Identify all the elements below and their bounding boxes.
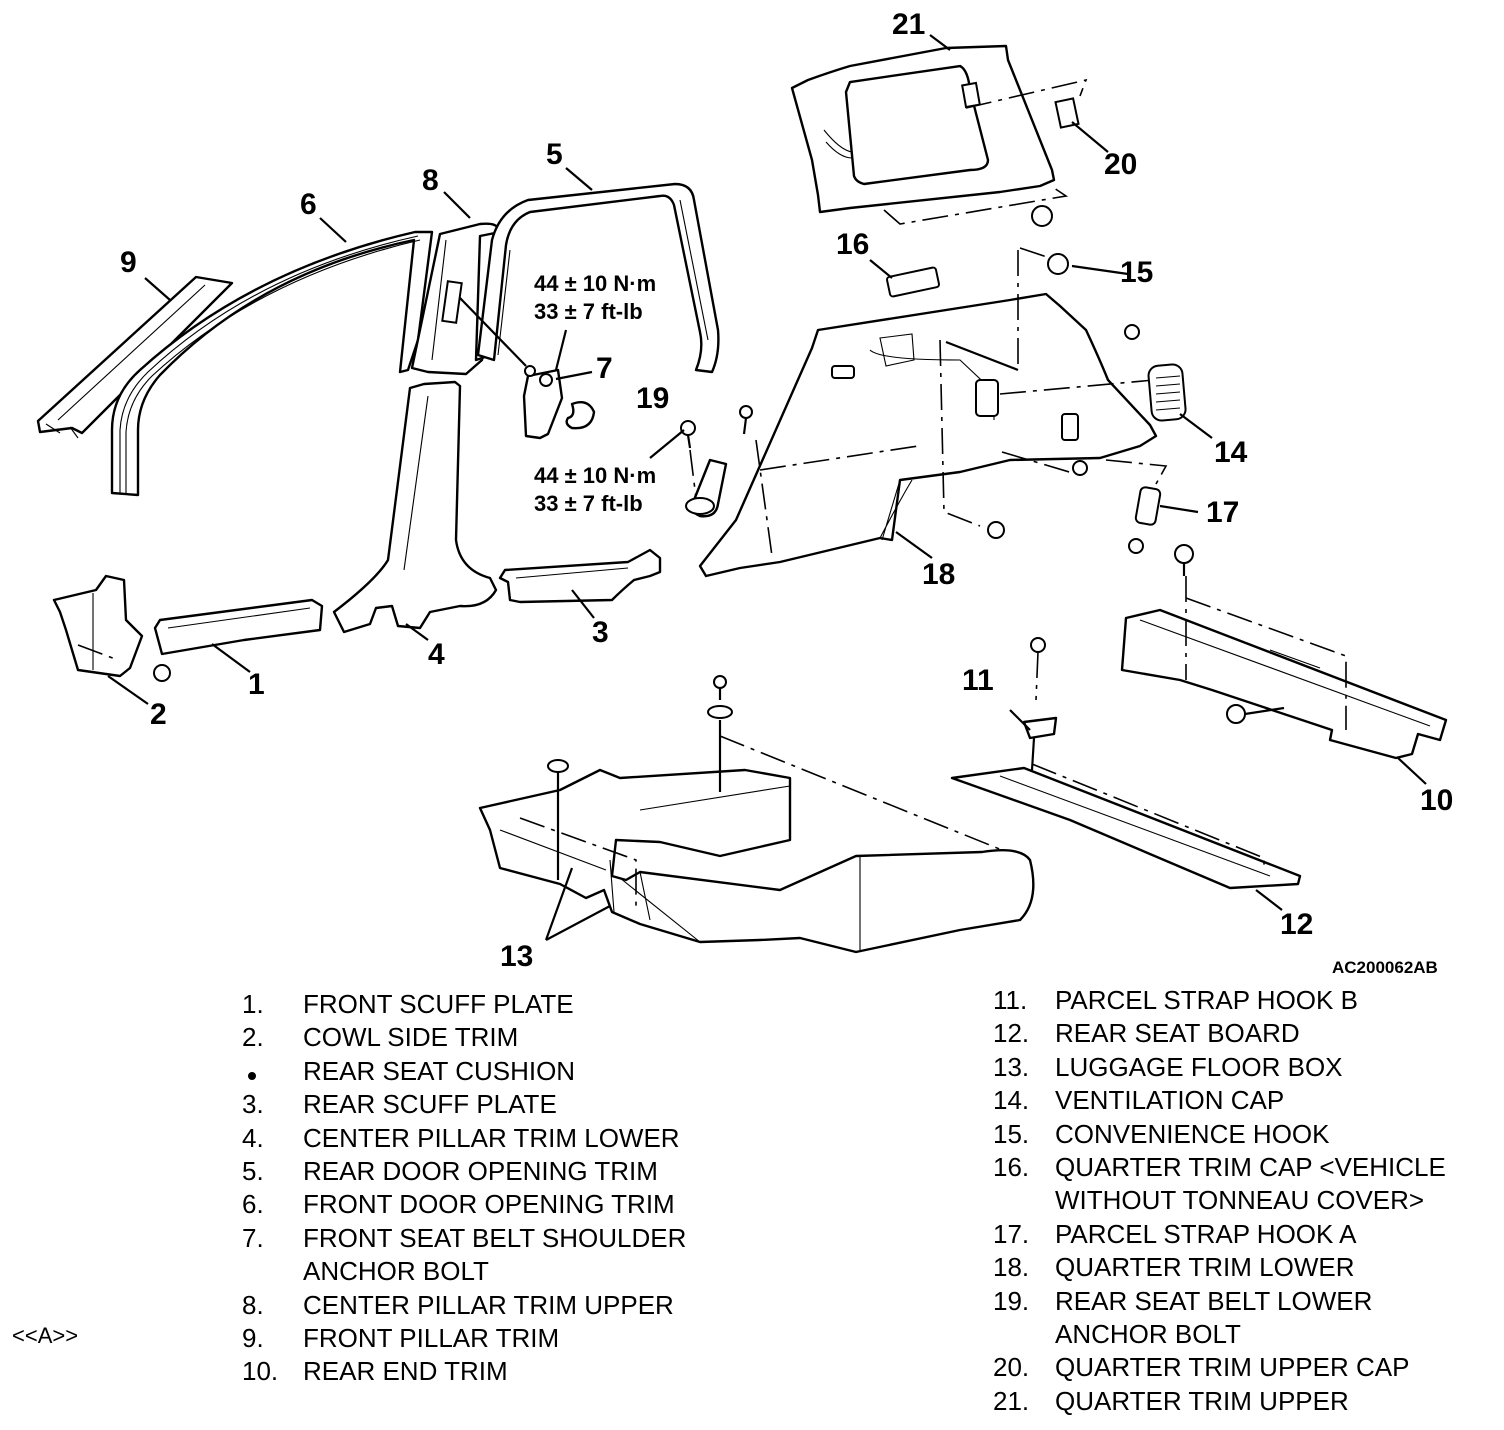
leader-lines [107, 34, 1427, 941]
legend-item: 21.QUARTER TRIM UPPER [993, 1385, 1349, 1416]
legend-item: 3.REAR SCUFF PLATE [242, 1089, 557, 1120]
torque-spec-19: 44 ± 10 N·m 33 ± 7 ft-lb [534, 462, 656, 518]
legend-item: 11.PARCEL STRAP HOOK B [993, 985, 1358, 1015]
legend-item: 8.CENTER PILLAR TRIM UPPER [242, 1289, 674, 1320]
part-ventilation-cap [1147, 363, 1187, 422]
part-convenience-hook [1019, 247, 1069, 275]
torque-metric: 44 ± 10 N·m [534, 271, 657, 296]
part-front-door-opening-trim [110, 230, 434, 497]
part-quarter-trim-upper [790, 44, 1056, 214]
callout-19: 19 [636, 382, 670, 415]
legend-item: 13.LUGGAGE FLOOR BOX [993, 1051, 1343, 1082]
callout-15: 15 [1120, 256, 1154, 289]
legend-item: 16.QUARTER TRIM CAP <VEHICLE [993, 1152, 1446, 1183]
exploded-parts-diagram [36, 34, 1448, 954]
part-luggage-floor-box [478, 768, 1035, 954]
torque-imperial: 33 ± 7 ft-lb [534, 491, 643, 516]
callout-16: 16 [836, 228, 870, 261]
legend-item: REAR SEAT CUSHION [242, 1055, 686, 1088]
callout-9: 9 [120, 246, 137, 279]
parts-legend-right: 11.PARCEL STRAP HOOK B 12.REAR SEAT BOAR… [993, 984, 1446, 1418]
legend-item: 20.QUARTER TRIM UPPER CAP [993, 1352, 1410, 1383]
callout-3: 3 [592, 616, 609, 649]
callout-1: 1 [248, 668, 265, 701]
callout-17: 17 [1206, 496, 1240, 529]
torque-imperial: 33 ± 7 ft-lb [534, 299, 643, 324]
parts-legend-left: 1.FRONT SCUFF PLATE 2.COWL SIDE TRIM REA… [242, 988, 686, 1389]
legend-item: 9.FRONT PILLAR TRIM [242, 1323, 560, 1354]
legend-item: 17.PARCEL STRAP HOOK A [993, 1218, 1357, 1249]
legend-item: 2.COWL SIDE TRIM [242, 1022, 519, 1053]
part-rear-seat-belt-anchor [680, 420, 728, 518]
part-quarter-trim-lower [698, 292, 1158, 578]
torque-spec-7: 44 ± 10 N·m 33 ± 7 ft-lb [534, 270, 656, 326]
legend-item: WITHOUT TONNEAU COVER> [1055, 1185, 1425, 1216]
legend-item: 15.CONVENIENCE HOOK [993, 1118, 1330, 1149]
part-rear-scuff-plate [498, 548, 662, 604]
callout-2: 2 [150, 698, 167, 731]
callout-8: 8 [422, 164, 439, 197]
callout-13: 13 [500, 940, 534, 973]
callout-12: 12 [1280, 908, 1314, 941]
legend-item: 6.FRONT DOOR OPENING TRIM [242, 1189, 675, 1220]
legend-item: 7.FRONT SEAT BELT SHOULDER [242, 1222, 687, 1253]
reference-mark: <<A>> [12, 1323, 79, 1348]
part-quarter-trim-upper-cap [1054, 97, 1080, 129]
figure-id: AC200062AB [1332, 958, 1438, 977]
part-rear-end-trim [1120, 608, 1448, 760]
part-rear-seat-board [950, 763, 1302, 890]
legend-item: 18.QUARTER TRIM LOWER [993, 1252, 1355, 1283]
legend-item: 4.CENTER PILLAR TRIM LOWER [242, 1122, 680, 1153]
callout-10: 10 [1420, 784, 1454, 817]
legend-item: ANCHOR BOLT [303, 1256, 489, 1287]
legend-item: ANCHOR BOLT [1055, 1319, 1241, 1350]
legend-item: 1.FRONT SCUFF PLATE [242, 989, 574, 1019]
part-cowl-side-trim [52, 574, 171, 682]
part-fasteners [739, 324, 1194, 576]
callout-7: 7 [596, 352, 613, 385]
callout-14: 14 [1214, 436, 1248, 469]
legend-item: 12.REAR SEAT BOARD [993, 1018, 1300, 1049]
torque-metric: 44 ± 10 N·m [534, 463, 657, 488]
legend-item: 19.REAR SEAT BELT LOWER [993, 1285, 1373, 1316]
callout-5: 5 [546, 138, 563, 171]
part-parcel-strap-hook-a [1134, 486, 1162, 526]
part-front-pillar-trim [36, 275, 234, 439]
callout-11: 11 [962, 664, 994, 697]
callout-21: 21 [892, 8, 926, 41]
part-center-pillar-trim-lower [332, 380, 498, 634]
callout-4: 4 [428, 638, 445, 671]
part-rear-door-opening-trim [476, 182, 720, 374]
legend-item: 5.REAR DOOR OPENING TRIM [242, 1156, 658, 1187]
legend-item: 14.VENTILATION CAP [993, 1085, 1285, 1116]
part-quarter-trim-cap [886, 266, 940, 298]
legend-item: 10.REAR END TRIM [242, 1356, 508, 1387]
callout-20: 20 [1104, 148, 1138, 181]
part-front-seat-belt-anchor [522, 365, 596, 440]
bullet-icon [242, 1055, 303, 1088]
callout-6: 6 [300, 188, 317, 221]
part-parcel-strap-hook-b [1022, 637, 1058, 771]
callout-18: 18 [922, 558, 956, 591]
part-front-scuff-plate [153, 598, 324, 656]
